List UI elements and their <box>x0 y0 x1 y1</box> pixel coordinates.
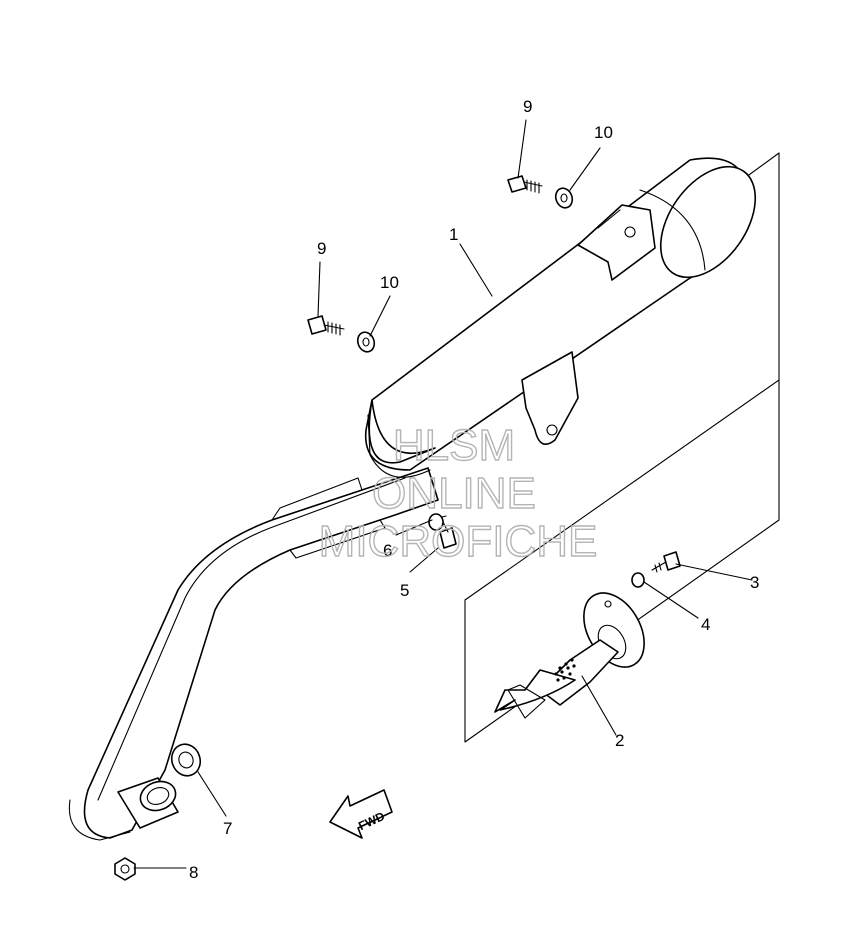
washer-10-upper <box>554 187 574 209</box>
callout-1: 1 <box>449 225 458 244</box>
screw-3 <box>651 551 681 573</box>
washer-10-lower <box>356 331 376 353</box>
callout-9-upper: 9 <box>523 97 532 116</box>
exhaust-pipe <box>68 467 439 841</box>
bolt-9-upper <box>507 175 543 194</box>
callout-3: 3 <box>750 573 759 592</box>
spark-arrester <box>494 592 645 719</box>
gasket-7 <box>170 743 202 777</box>
callout-10-lower: 10 <box>380 273 399 292</box>
callout-2: 2 <box>615 731 624 750</box>
forward-arrow: FWD <box>329 789 393 839</box>
muffler <box>364 157 757 478</box>
callout-4: 4 <box>701 615 710 634</box>
watermark: HLSM ONLINE MICROFICHE <box>318 420 598 566</box>
callout-7: 7 <box>223 819 232 838</box>
washer-6 <box>428 513 444 531</box>
watermark-line-3: MICROFICHE <box>319 517 598 566</box>
nut-8 <box>114 857 136 881</box>
callout-9-lower: 9 <box>317 239 326 258</box>
perforation-holes <box>554 658 576 682</box>
callout-6: 6 <box>383 541 392 560</box>
leader-lines <box>133 119 753 869</box>
callout-5: 5 <box>400 581 409 600</box>
watermark-line-1: HLSM <box>393 421 515 470</box>
washer-4 <box>631 572 645 588</box>
callout-8: 8 <box>189 863 198 882</box>
watermark-line-2: ONLINE <box>372 469 536 518</box>
bolt-9-lower <box>307 315 345 336</box>
callout-10-upper: 10 <box>594 123 613 142</box>
